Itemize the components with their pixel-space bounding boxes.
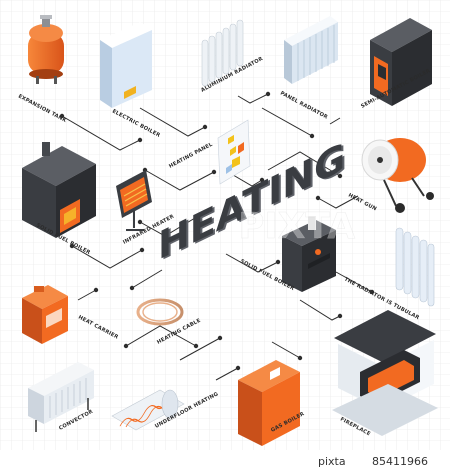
aluminium-radiator-icon: [201, 19, 244, 87]
semi-automatic-boiler-icon: [370, 18, 432, 106]
infrared-heater-icon: [116, 170, 152, 231]
heating-cable-icon: [136, 298, 184, 326]
watermark-brand-small: pixta: [318, 455, 346, 468]
solid-fuel-boiler-center-icon: [282, 216, 336, 292]
gas-boiler-icon: [238, 360, 300, 446]
heating-panel-icon: [217, 119, 251, 185]
expansion-tank-icon: [28, 15, 64, 84]
watermark-strip: [0, 450, 450, 469]
heat-carrier-icon: [22, 285, 68, 344]
tubular-radiator-icon: [395, 227, 435, 307]
heat-gun-icon: [361, 138, 434, 213]
electric-boiler-icon: [100, 22, 152, 108]
underfloor-heating-icon: [111, 389, 185, 431]
fireplace-icon: [332, 310, 438, 436]
solid-fuel-boiler-left-icon: [22, 142, 96, 238]
connector-lines: [61, 93, 373, 381]
connector-dots: [59, 91, 375, 371]
watermark-brand: PIXTA: [238, 206, 355, 247]
panel-radiator-icon: [284, 16, 338, 84]
convector-icon: [28, 362, 94, 432]
watermark-image-number: 85411966: [372, 455, 428, 468]
